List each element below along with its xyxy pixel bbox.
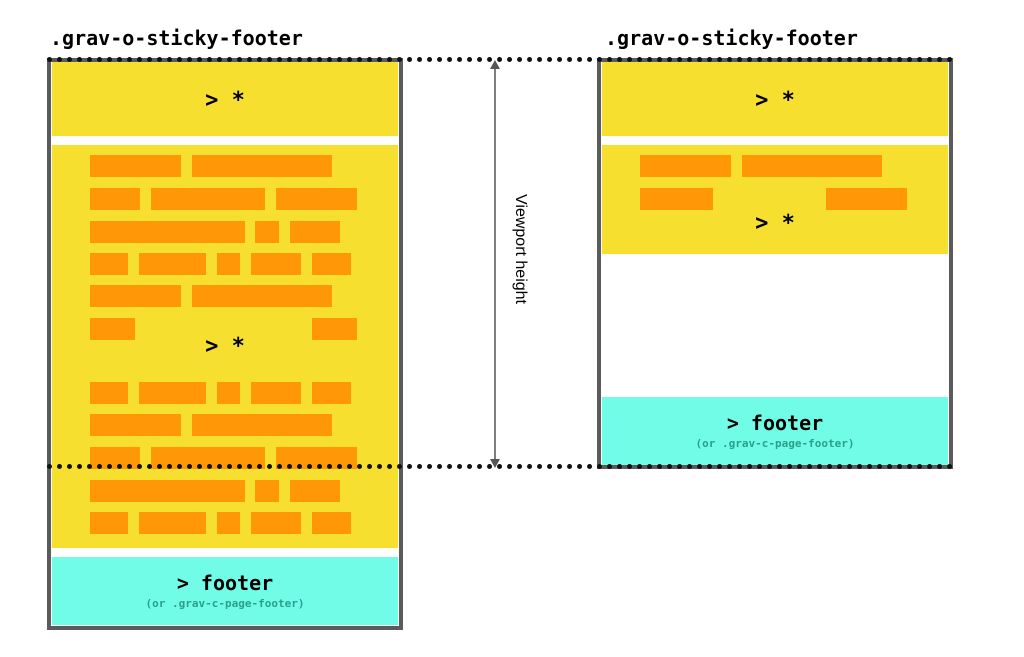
left-header-selector: > * — [205, 88, 245, 113]
content-bar — [290, 480, 340, 502]
viewport-top-line — [47, 57, 953, 62]
content-bar — [90, 382, 128, 404]
right-footer-sublabel: (or .grav-c-page-footer) — [695, 437, 855, 450]
content-bar — [255, 480, 279, 502]
content-bar — [151, 447, 265, 469]
content-bar — [90, 188, 140, 210]
content-bar — [90, 512, 128, 534]
right-header-selector: > * — [755, 88, 795, 113]
viewport-bottom-line — [47, 464, 953, 469]
viewport-height-label: Viewport height — [512, 194, 529, 304]
left-footer-label: > footer — [176, 571, 274, 595]
left-header-block — [52, 62, 398, 136]
content-bar — [139, 382, 206, 404]
content-bar — [192, 285, 332, 307]
content-bar — [90, 221, 245, 243]
content-bar — [312, 382, 351, 404]
left-class-label: .grav-o-sticky-footer — [50, 26, 303, 50]
right-header-block — [602, 62, 948, 136]
content-bar — [90, 253, 128, 275]
content-bar — [312, 253, 351, 275]
content-bar — [90, 447, 140, 469]
content-bar — [192, 414, 332, 436]
content-bar — [90, 285, 181, 307]
content-bar — [276, 188, 357, 210]
content-bar — [826, 188, 907, 210]
content-bar — [742, 155, 882, 177]
content-bar — [139, 512, 206, 534]
content-bar — [90, 480, 245, 502]
content-bar — [251, 512, 301, 534]
content-bar — [90, 318, 135, 340]
content-bar — [312, 512, 351, 534]
content-bar — [217, 512, 240, 534]
left-footer-block — [52, 557, 398, 625]
content-bar — [217, 253, 240, 275]
content-bar — [640, 188, 713, 210]
content-bar — [251, 253, 301, 275]
content-bar — [90, 155, 181, 177]
content-bar — [139, 253, 206, 275]
content-bar — [276, 447, 357, 469]
viewport-height-arrow — [490, 60, 500, 468]
content-bar — [90, 414, 181, 436]
right-footer-block — [602, 397, 948, 465]
content-bar — [640, 155, 731, 177]
content-bar — [151, 188, 265, 210]
right-content-selector: > * — [755, 211, 795, 236]
content-bar — [251, 382, 301, 404]
content-bar — [255, 221, 279, 243]
left-content-selector: > * — [205, 334, 245, 359]
right-class-label: .grav-o-sticky-footer — [605, 26, 858, 50]
content-bar — [192, 155, 332, 177]
content-bar — [290, 221, 340, 243]
left-footer-sublabel: (or .grav-c-page-footer) — [145, 597, 305, 610]
right-footer-label: > footer — [726, 411, 824, 435]
content-bar — [312, 318, 357, 340]
content-bar — [217, 382, 240, 404]
